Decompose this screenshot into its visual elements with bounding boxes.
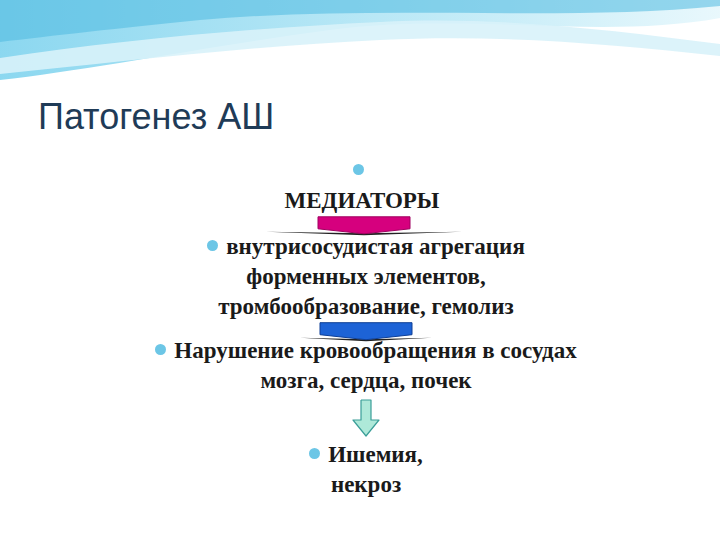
flow-arrow bbox=[353, 400, 379, 436]
item-text: Ишемия, некроз bbox=[275, 440, 458, 500]
bullet-item: внутрисосудистая агрегация форменных эле… bbox=[147, 232, 586, 322]
bullet-item: Ишемия, некроз bbox=[275, 440, 458, 500]
slide-title: Патогенез АШ bbox=[38, 96, 274, 138]
item-label: Нарушение кровообращения в сосудах мозга… bbox=[174, 338, 576, 393]
item-text: внутрисосудистая агрегация форменных эле… bbox=[147, 232, 586, 322]
item-label: МЕДИАТОРЫ bbox=[285, 188, 440, 213]
item-text: МЕДИАТОРЫ bbox=[279, 156, 446, 216]
bullet-item: Нарушение кровообращения в сосудах мозга… bbox=[124, 336, 608, 396]
item-label: внутрисосудистая агрегация форменных эле… bbox=[218, 234, 525, 319]
connector-path bbox=[364, 217, 365, 230]
bullet bbox=[155, 344, 166, 355]
bullet bbox=[309, 448, 320, 459]
block-arrow bbox=[353, 400, 379, 436]
wave bbox=[0, 0, 720, 80]
block-arrow bbox=[318, 217, 410, 234]
bullet bbox=[207, 240, 218, 251]
block-arrow bbox=[320, 323, 412, 340]
flow-arrow bbox=[266, 217, 462, 236]
bullet bbox=[353, 164, 364, 175]
item-label: Ишемия, некроз bbox=[328, 442, 423, 497]
item-text: Нарушение кровообращения в сосудах мозга… bbox=[124, 336, 608, 396]
connector-path bbox=[366, 323, 367, 334]
bullet-item: МЕДИАТОРЫ bbox=[279, 156, 446, 216]
wave bbox=[0, 0, 720, 42]
